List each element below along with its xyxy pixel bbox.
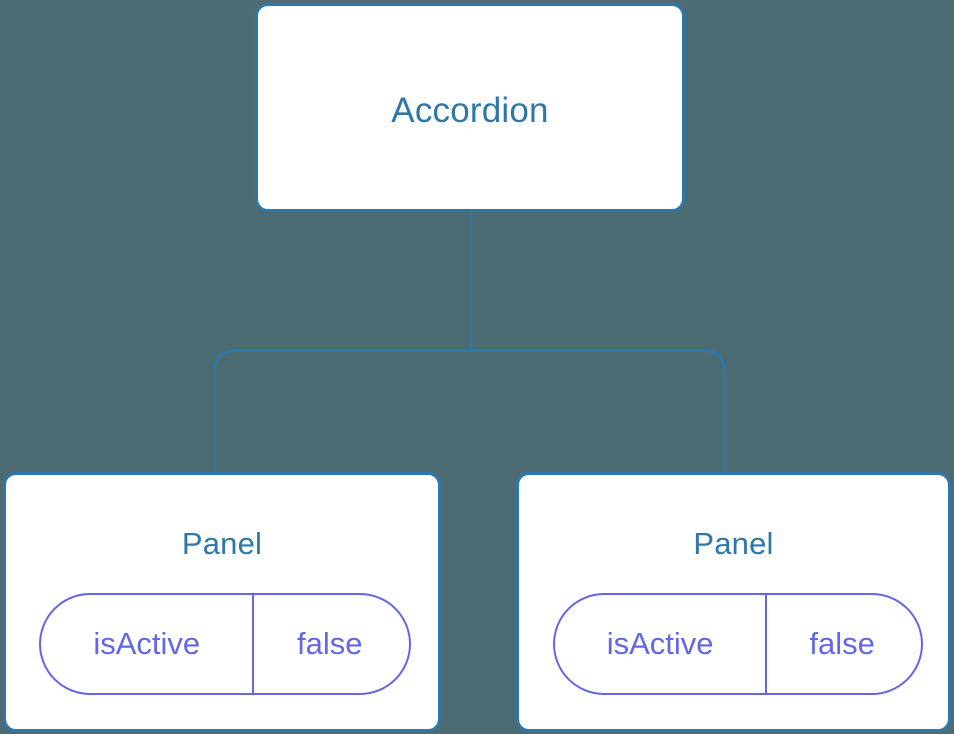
node-panel-1-prop-isactive[interactable]: isActive false bbox=[553, 593, 923, 695]
node-panel-0-prop-isactive[interactable]: isActive false bbox=[39, 593, 411, 695]
prop-key: isActive bbox=[41, 595, 255, 693]
node-panel-0-label: Panel bbox=[181, 526, 263, 561]
node-accordion[interactable]: Accordion bbox=[255, 3, 685, 212]
node-panel-1[interactable]: Panel isActive false bbox=[516, 472, 951, 732]
node-panel-1-label: Panel bbox=[693, 526, 774, 561]
node-panel-0[interactable]: Panel isActive false bbox=[3, 472, 441, 732]
prop-value: false bbox=[809, 626, 875, 661]
connector-branch-left bbox=[213, 349, 471, 474]
prop-key: isActive bbox=[555, 595, 768, 693]
connector-branch-right bbox=[470, 349, 726, 474]
node-accordion-label: Accordion bbox=[391, 91, 549, 130]
prop-value: false bbox=[296, 626, 363, 661]
